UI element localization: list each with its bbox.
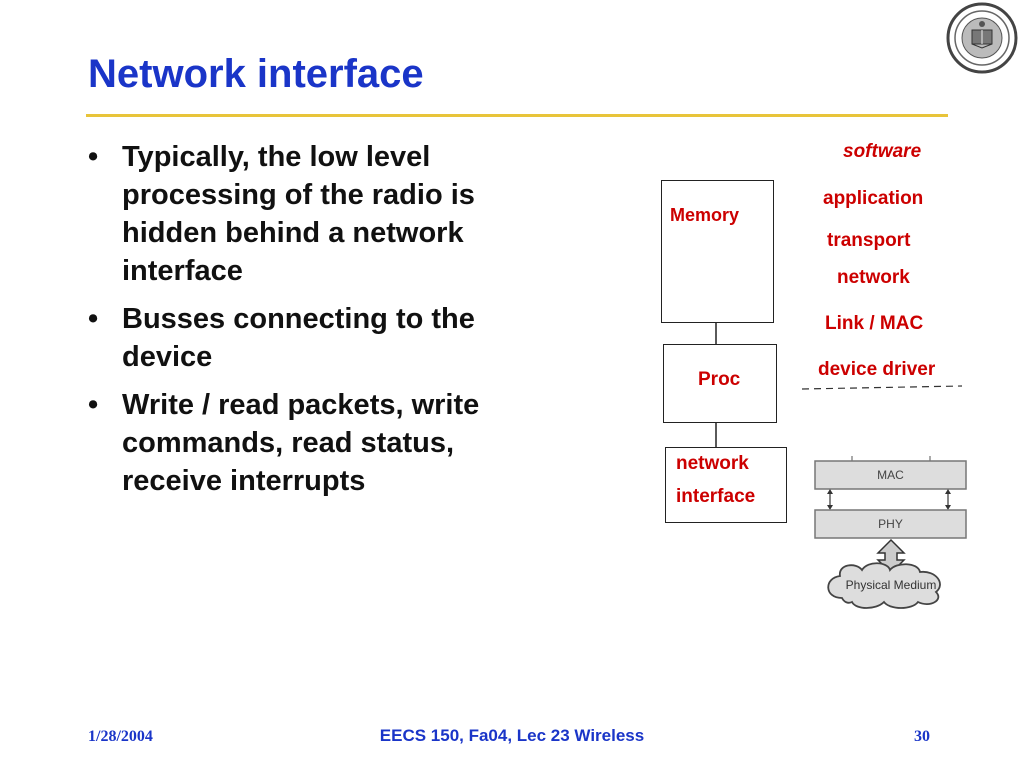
university-seal-icon: [946, 2, 1018, 74]
bullet-list: Typically, the low level processing of t…: [86, 138, 556, 510]
mac-block: [814, 460, 967, 490]
footer-page-number: 30: [914, 728, 930, 745]
phy-block: [814, 509, 967, 539]
proc-label: Proc: [698, 369, 741, 390]
bullet-item: Busses connecting to the device: [86, 300, 556, 376]
title-divider: [86, 114, 948, 117]
hw-sw-boundary-line: [801, 385, 963, 390]
physical-medium-label: Physical Medium: [845, 578, 937, 592]
layer-network: network: [837, 267, 910, 288]
proc-block: Proc: [663, 344, 777, 423]
footer-date: 1/28/2004: [88, 728, 153, 745]
bullet-item: Write / read packets, write commands, re…: [86, 386, 556, 500]
layer-link-mac: Link / MAC: [825, 313, 924, 334]
memory-block: Memory: [661, 180, 774, 323]
netif-label-line1: network: [676, 453, 749, 474]
physical-medium-cloud-icon: [827, 562, 941, 609]
netif-label-line2: interface: [676, 486, 756, 507]
phy-label: PHY: [878, 517, 903, 531]
software-label: software: [843, 141, 922, 162]
footer-course: EECS 150, Fa04, Lec 23 Wireless: [379, 726, 645, 745]
network-interface-block: network interface: [665, 447, 787, 523]
mac-label: MAC: [877, 468, 904, 482]
slide-title: Network interface: [88, 52, 424, 96]
bullet-item: Typically, the low level processing of t…: [86, 138, 556, 290]
layer-transport: transport: [827, 230, 911, 251]
memory-label: Memory: [670, 205, 740, 225]
layer-device-driver: device driver: [818, 359, 936, 380]
layer-application: application: [823, 188, 924, 209]
